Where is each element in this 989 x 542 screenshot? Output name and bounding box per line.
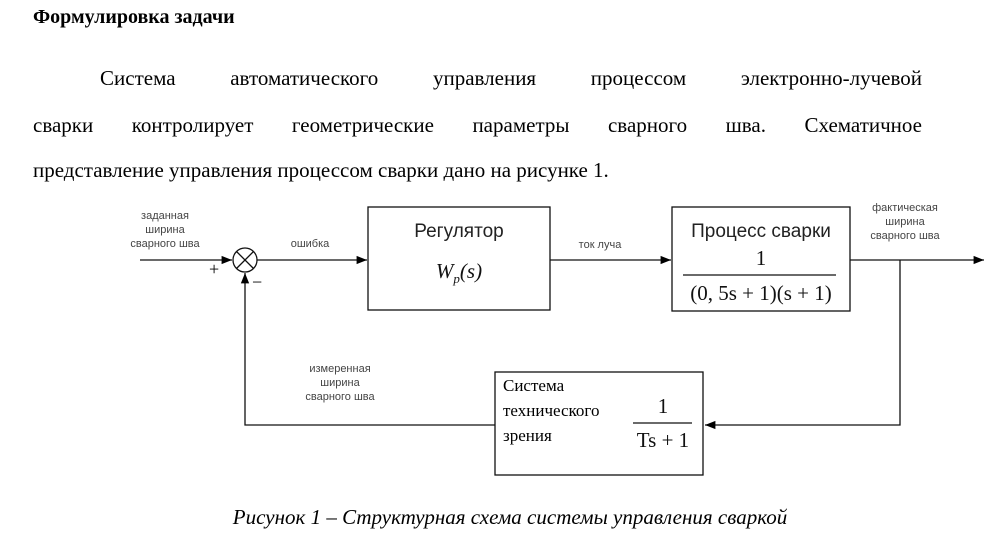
process-title: Процесс сварки: [691, 221, 831, 242]
error-label: ошибка: [290, 238, 330, 250]
label-line: сварного шва: [130, 238, 200, 250]
feedback-arrow: [240, 273, 495, 426]
paragraph-line: Система автоматического управления проце…: [100, 66, 922, 90]
label-line: ширина: [885, 216, 925, 228]
minus-sign: −: [252, 272, 263, 292]
paragraph-line: представление управления процессом сварк…: [33, 158, 609, 182]
label-line: технического: [503, 401, 600, 420]
output-label: фактическая ширина сварного шва: [855, 201, 955, 243]
vision-numerator: 1: [657, 394, 669, 418]
input-label: заданная ширина сварного шва: [115, 209, 215, 251]
label-line: фактическая: [872, 202, 938, 214]
label-line: ширина: [145, 224, 185, 236]
sensor-arrow: [705, 260, 901, 430]
regulator-block: [367, 206, 551, 311]
vision-denominator: Ts + 1: [636, 428, 690, 452]
label-line: ширина: [320, 377, 360, 389]
vision-title: Система технического зрения: [503, 373, 599, 448]
process-block: [671, 206, 851, 312]
plus-sign: +: [209, 259, 220, 279]
paragraph-line: сварки контролирует геометрические парам…: [33, 113, 922, 137]
section-heading: Формулировка задачи: [33, 6, 235, 28]
process-numerator: 1: [755, 246, 767, 270]
vision-block: [494, 371, 704, 476]
label-line: сварного шва: [305, 391, 375, 403]
label-line: сварного шва: [870, 230, 940, 242]
regulator-title: Регулятор: [414, 221, 504, 242]
regulator-tf: Wp(s): [435, 259, 483, 287]
label-line: Система: [503, 376, 565, 395]
process-denominator: (0, 5s + 1)(s + 1): [690, 281, 832, 305]
label-line: измеренная: [309, 363, 371, 375]
label-line: заданная: [141, 210, 189, 222]
current-label: ток луча: [578, 239, 622, 251]
label-line: зрения: [503, 426, 552, 445]
feedback-label: измеренная ширина сварного шва: [290, 362, 390, 404]
figure-caption: Рисунок 1 – Структурная схема системы уп…: [232, 505, 788, 529]
